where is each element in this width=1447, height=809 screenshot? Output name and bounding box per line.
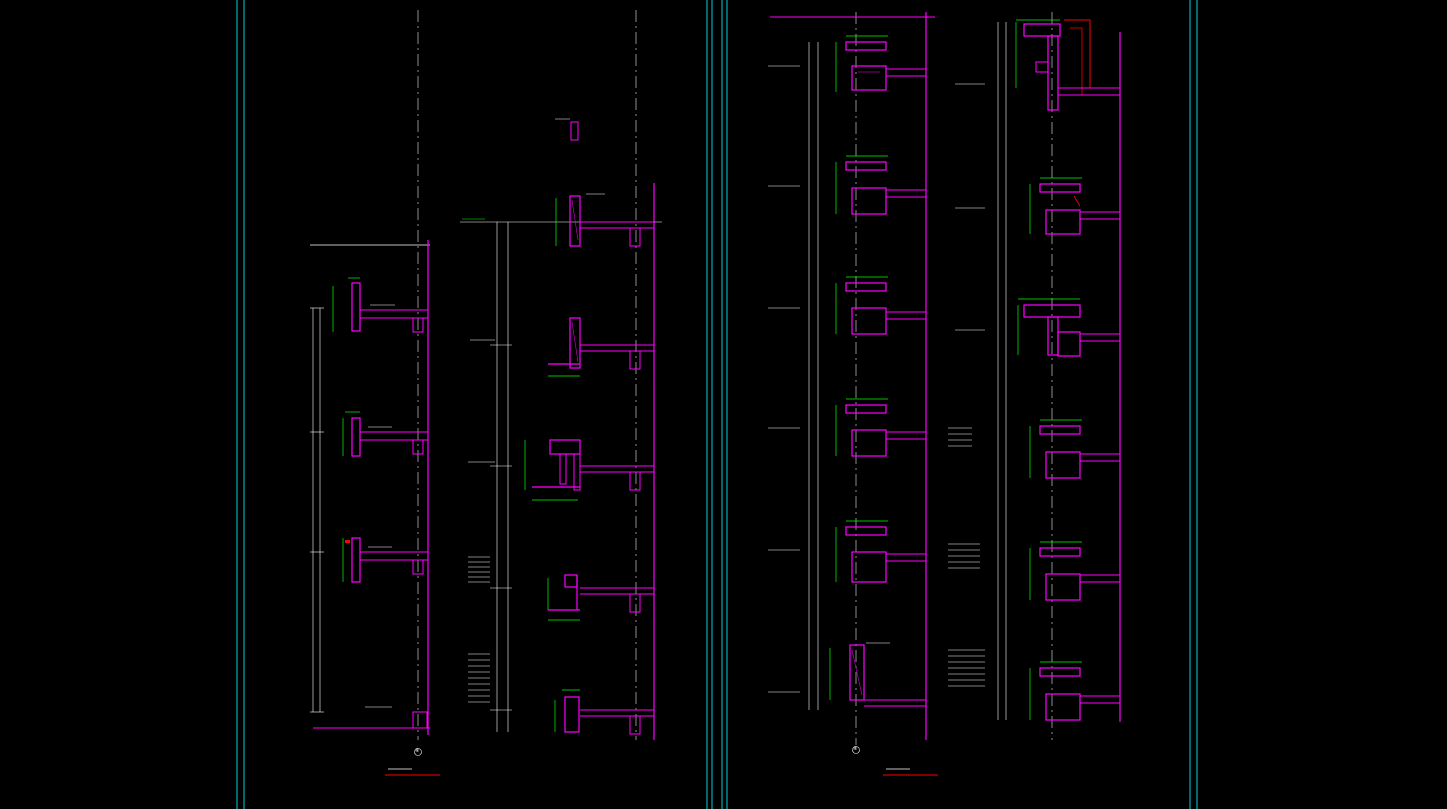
axis-marker-sheet-2: ⑧ <box>853 746 858 752</box>
floor-slab-2 <box>342 411 428 457</box>
sheet-frames <box>236 0 1198 809</box>
floor-unit-4 <box>1029 419 1120 479</box>
dimension-chain <box>310 307 324 713</box>
floor-slab-3 <box>342 537 428 583</box>
floor-unit-3 <box>768 276 926 335</box>
floor-unit-3 <box>955 298 1120 357</box>
floor-unit-4 <box>768 398 926 457</box>
dimension-chain <box>997 22 1007 720</box>
floor-slab-1 <box>555 193 654 247</box>
dimension-chain <box>808 42 819 710</box>
dimension-chain <box>490 222 512 732</box>
floor-slab-2 <box>470 317 654 377</box>
axis-marker-sheet-1: ⑧ <box>415 748 420 754</box>
axis-bubble <box>414 748 422 756</box>
floor-unit-5 <box>1029 541 1120 601</box>
floor-slab-5 <box>554 689 654 735</box>
floor-slab-base <box>365 706 428 729</box>
floor-unit-2 <box>768 155 926 215</box>
sheet-1-detail-b <box>460 118 662 740</box>
floor-slab-1 <box>332 277 428 333</box>
floor-unit-6 <box>1029 661 1120 721</box>
floor-unit-6 <box>768 642 926 707</box>
notes-block <box>948 427 985 687</box>
sheet-2-detail-b <box>948 19 1121 722</box>
floor-unit-5 <box>768 520 926 583</box>
axis-lines <box>417 10 1053 745</box>
floor-slab-3 <box>468 439 654 501</box>
floor-unit-1 <box>955 19 1120 111</box>
sheet-1-detail-a <box>310 240 440 776</box>
floor-unit-2 <box>955 177 1120 235</box>
legend-swatch <box>570 121 579 141</box>
notes-block <box>468 556 490 703</box>
floor-slab-4 <box>547 574 654 621</box>
axis-bubble <box>852 746 860 754</box>
sheet-2-detail-a <box>768 12 938 776</box>
floor-unit-1 <box>768 35 926 92</box>
